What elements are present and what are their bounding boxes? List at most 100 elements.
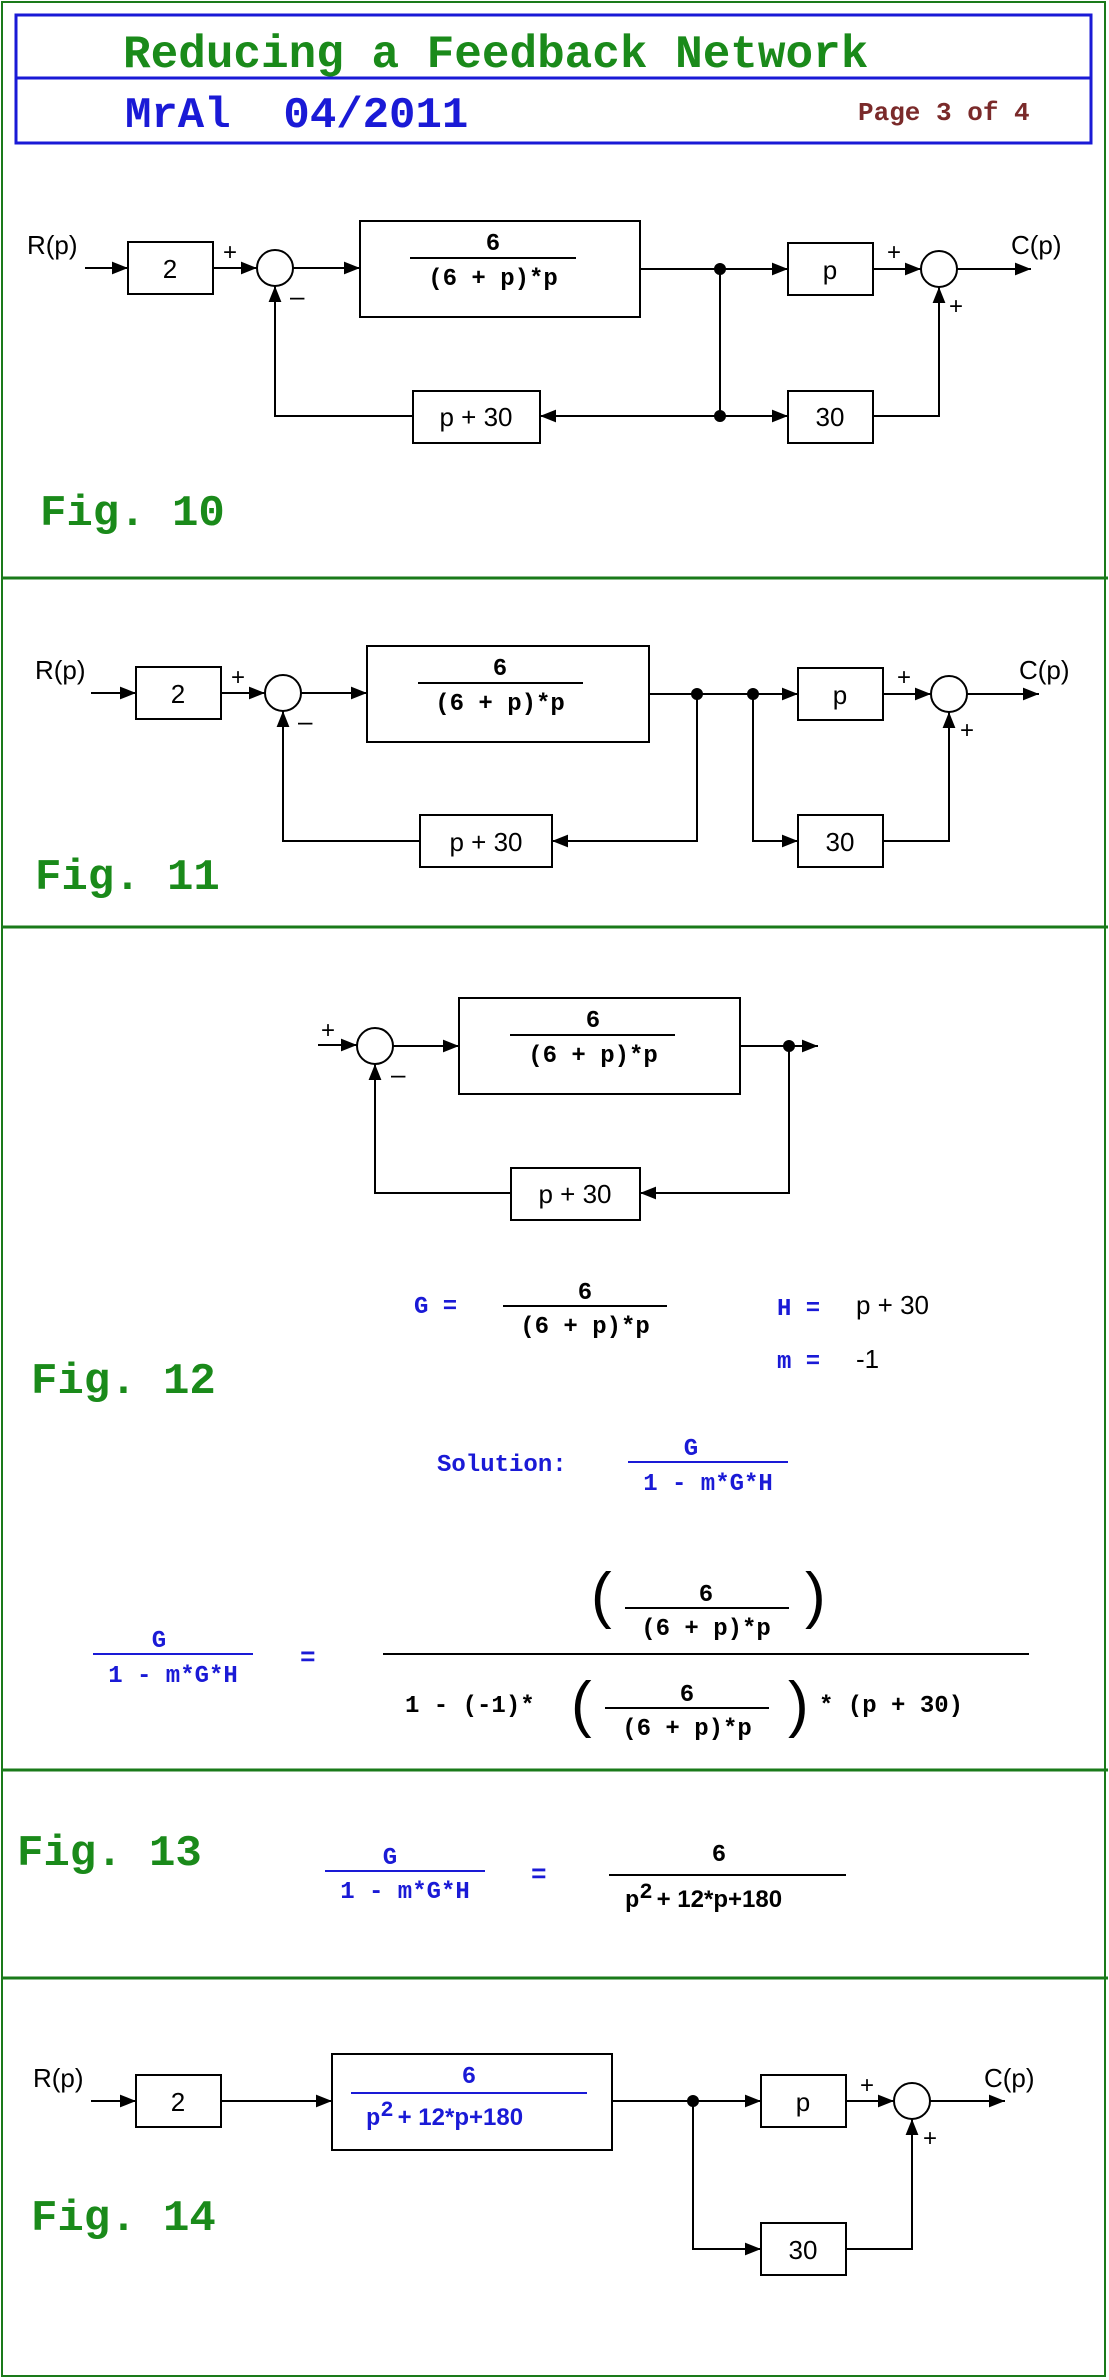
fig10-output-junction [920, 250, 958, 288]
fig10-labels: R(p) C(p) 2 + – 6 (6 + p)*p p 30 p + 30 … [27, 230, 1062, 539]
fig10-feedback-return [268, 286, 413, 417]
fig12-diagram [318, 997, 818, 1221]
fig13-lhs-num: G [383, 1845, 397, 1872]
fig10-node-1 [714, 263, 726, 275]
fig13-eq-sign: = [531, 1860, 547, 1890]
fig11-wire-30 [752, 694, 798, 848]
fig11-gain-text: 2 [171, 679, 185, 709]
fig10-sum-plus: + [223, 239, 237, 266]
page-indicator: Page 3 of 4 [858, 98, 1030, 128]
fig14-30-text: 30 [789, 2235, 818, 2265]
fig12-sum-plus: + [321, 1017, 335, 1044]
fig10-summing-junction [256, 249, 294, 287]
fig14-output-label: C(p) [984, 2063, 1035, 2093]
fig14-gain-text: 2 [171, 2087, 185, 2117]
fig14-wire-30 [692, 2101, 761, 2256]
fig12-g-den: (6 + p)*p [520, 1314, 650, 1341]
fig12-h-label: H = [777, 1296, 820, 1323]
fig11-out-plus-bottom: + [960, 717, 974, 744]
fig11-node-1 [691, 688, 703, 700]
fig12-sum-minus: – [391, 1059, 406, 1089]
fig12-labels: + – 6 (6 + p)*p p + 30 G = 6 (6 + p)*p H… [31, 1008, 1029, 1743]
fig12-tf-num: 6 [586, 1008, 600, 1035]
fig12-eq-den-prefix: 1 - (-1)* [405, 1693, 535, 1720]
fig14-node [687, 2095, 699, 2107]
fig12-eq-den-suffix: * (p + 30) [819, 1693, 963, 1720]
fig12-h-value: p + 30 [856, 1290, 929, 1320]
fig11-labels: R(p) C(p) 2 + – 6 (6 + p)*p p 30 p + 30 … [35, 655, 1070, 903]
fig11-out-plus-top: + [897, 664, 911, 691]
fig10-node-2 [714, 410, 726, 422]
fig12-feedback-text: p + 30 [538, 1179, 611, 1209]
fig14-tf-den-p: p [366, 2106, 380, 2133]
fig12-g-label: G = [414, 1294, 457, 1321]
fig14-wire-30-sum [846, 2119, 919, 2250]
fig12-paren-close-bottom: ) [788, 1670, 809, 1739]
fig13-lhs-den: 1 - m*G*H [340, 1879, 470, 1906]
fig10-out-plus-top: + [887, 239, 901, 266]
fig13-rhs-den-p: p [625, 1888, 639, 1915]
fig10-diagram [85, 220, 1031, 444]
fig11-wire-30-sum [883, 712, 956, 842]
fig12-label: Fig. 12 [31, 1357, 216, 1407]
fig11-tf-den: (6 + p)*p [435, 691, 565, 718]
fig11-feedback-return [276, 711, 420, 842]
fig12-paren-close-top: ) [805, 1561, 826, 1630]
fig10-gain-text: 2 [163, 254, 177, 284]
fig12-eq-sign: = [300, 1643, 316, 1673]
fig10-wire-30-sum [873, 287, 946, 417]
fig10-tf-num: 6 [486, 231, 500, 258]
fig14-tf-den: p2+ 12*p+180 [366, 2098, 523, 2133]
fig10-input-label: R(p) [27, 230, 78, 260]
fig11-node-2 [747, 688, 759, 700]
fig11-output-junction [930, 675, 968, 713]
fig12-tf-den: (6 + p)*p [528, 1043, 658, 1070]
fig12-m-label: m = [777, 1349, 820, 1376]
fig12-m-value: -1 [856, 1344, 879, 1374]
fig11-p-text: p [833, 680, 847, 710]
fig14-p-text: p [796, 2087, 810, 2117]
fig12-solution-num: G [684, 1436, 698, 1463]
fig14-output-junction [893, 2082, 931, 2120]
fig10-30-text: 30 [816, 402, 845, 432]
fig13-rhs-den-exp: 2 [639, 1880, 652, 1905]
fig14-out-plus-top: + [860, 2072, 874, 2099]
fig11-input-label: R(p) [35, 655, 86, 685]
author-date: MrAl 04/2011 [125, 91, 468, 141]
header: Reducing a Feedback Network MrAl 04/2011… [14, 13, 1093, 145]
fig12-paren-open-bottom: ( [571, 1670, 592, 1739]
fig10-label: Fig. 10 [40, 489, 225, 539]
diagram-canvas: Reducing a Feedback Network MrAl 04/2011… [3, 13, 1108, 2276]
fig11-sum-plus: + [231, 664, 245, 691]
fig10-sum-minus: – [290, 281, 305, 311]
fig11-output-label: C(p) [1019, 655, 1070, 685]
fig14-tf-num: 6 [462, 2064, 476, 2091]
fig14-input-label: R(p) [33, 2063, 84, 2093]
fig11-sum-minus: – [298, 706, 313, 736]
fig10-p-text: p [823, 255, 837, 285]
fig12-node [783, 1040, 795, 1052]
fig12-eq-lhs-num: G [152, 1628, 166, 1655]
fig12-paren-open-top: ( [591, 1561, 612, 1630]
fig14-label: Fig. 14 [31, 2194, 216, 2244]
fig11-summing-junction [264, 674, 302, 712]
fig11-feedback-text: p + 30 [449, 827, 522, 857]
fig11-tf-num: 6 [493, 656, 507, 683]
fig12-eq-lhs-den: 1 - m*G*H [108, 1663, 238, 1690]
fig13-rhs-den: p2+ 12*p+180 [625, 1880, 782, 1915]
fig14-tf-den-rest: + 12*p+180 [398, 2104, 523, 2131]
fig12-eq-top-num: 6 [699, 1582, 713, 1609]
fig12-eq-top-den: (6 + p)*p [641, 1616, 771, 1643]
fig11-label: Fig. 11 [35, 853, 220, 903]
fig12-eq-bottom-num: 6 [680, 1682, 694, 1709]
fig14-diagram [91, 2053, 1005, 2276]
fig14-out-plus-bottom: + [923, 2125, 937, 2152]
fig13-rhs-num: 6 [712, 1842, 726, 1869]
fig13-label: Fig. 13 [17, 1829, 202, 1879]
fig12-wire-feedback [640, 1046, 790, 1200]
fig13: Fig. 13 G 1 - m*G*H = 6 p2+ 12*p+180 [17, 1829, 846, 1915]
page-title: Reducing a Feedback Network [123, 29, 868, 81]
fig11-30-text: 30 [826, 827, 855, 857]
fig12-solution-label: Solution: [437, 1452, 567, 1479]
